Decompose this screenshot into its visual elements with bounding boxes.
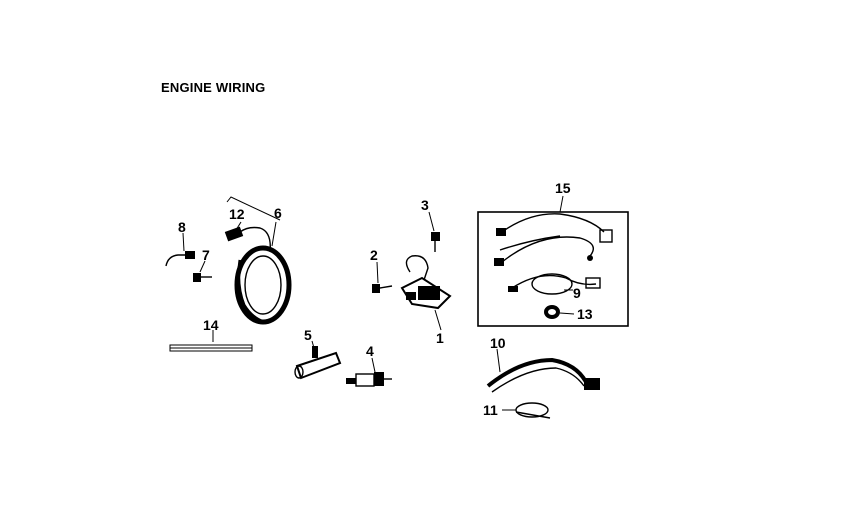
callout-4: 4 — [366, 343, 374, 359]
part-8-clip — [165, 251, 195, 267]
diagram-title: ENGINE WIRING — [161, 80, 266, 95]
callout-2: 2 — [370, 247, 378, 263]
callout-6: 6 — [274, 205, 282, 221]
part-3-screw — [431, 232, 440, 252]
callout-1: 1 — [436, 330, 444, 346]
part-5-boot — [294, 346, 342, 380]
part-6-stator — [224, 226, 292, 325]
part-13-grommet — [544, 305, 560, 319]
callout-3: 3 — [421, 197, 429, 213]
callout-10: 10 — [490, 335, 506, 351]
part-2-screw — [372, 284, 393, 293]
part-10-wire-lead — [486, 357, 600, 393]
bracket-12-6 — [226, 196, 281, 221]
part-7-screw — [193, 273, 212, 282]
callout-11: 11 — [483, 402, 498, 418]
part-14-rod — [169, 344, 253, 352]
callout-5: 5 — [304, 327, 312, 343]
callout-15: 15 — [555, 180, 571, 196]
part-1-ignition-module — [400, 255, 452, 310]
callout-8: 8 — [178, 219, 186, 235]
callout-9: 9 — [573, 285, 581, 301]
callout-13: 13 — [577, 306, 593, 322]
callout-7: 7 — [202, 247, 210, 263]
part-4-spark-plug — [346, 372, 392, 387]
part-15-harness-kit — [477, 211, 629, 327]
callout-12: 12 — [229, 206, 245, 222]
part-11-clamp — [515, 402, 551, 419]
callout-14: 14 — [203, 317, 219, 333]
